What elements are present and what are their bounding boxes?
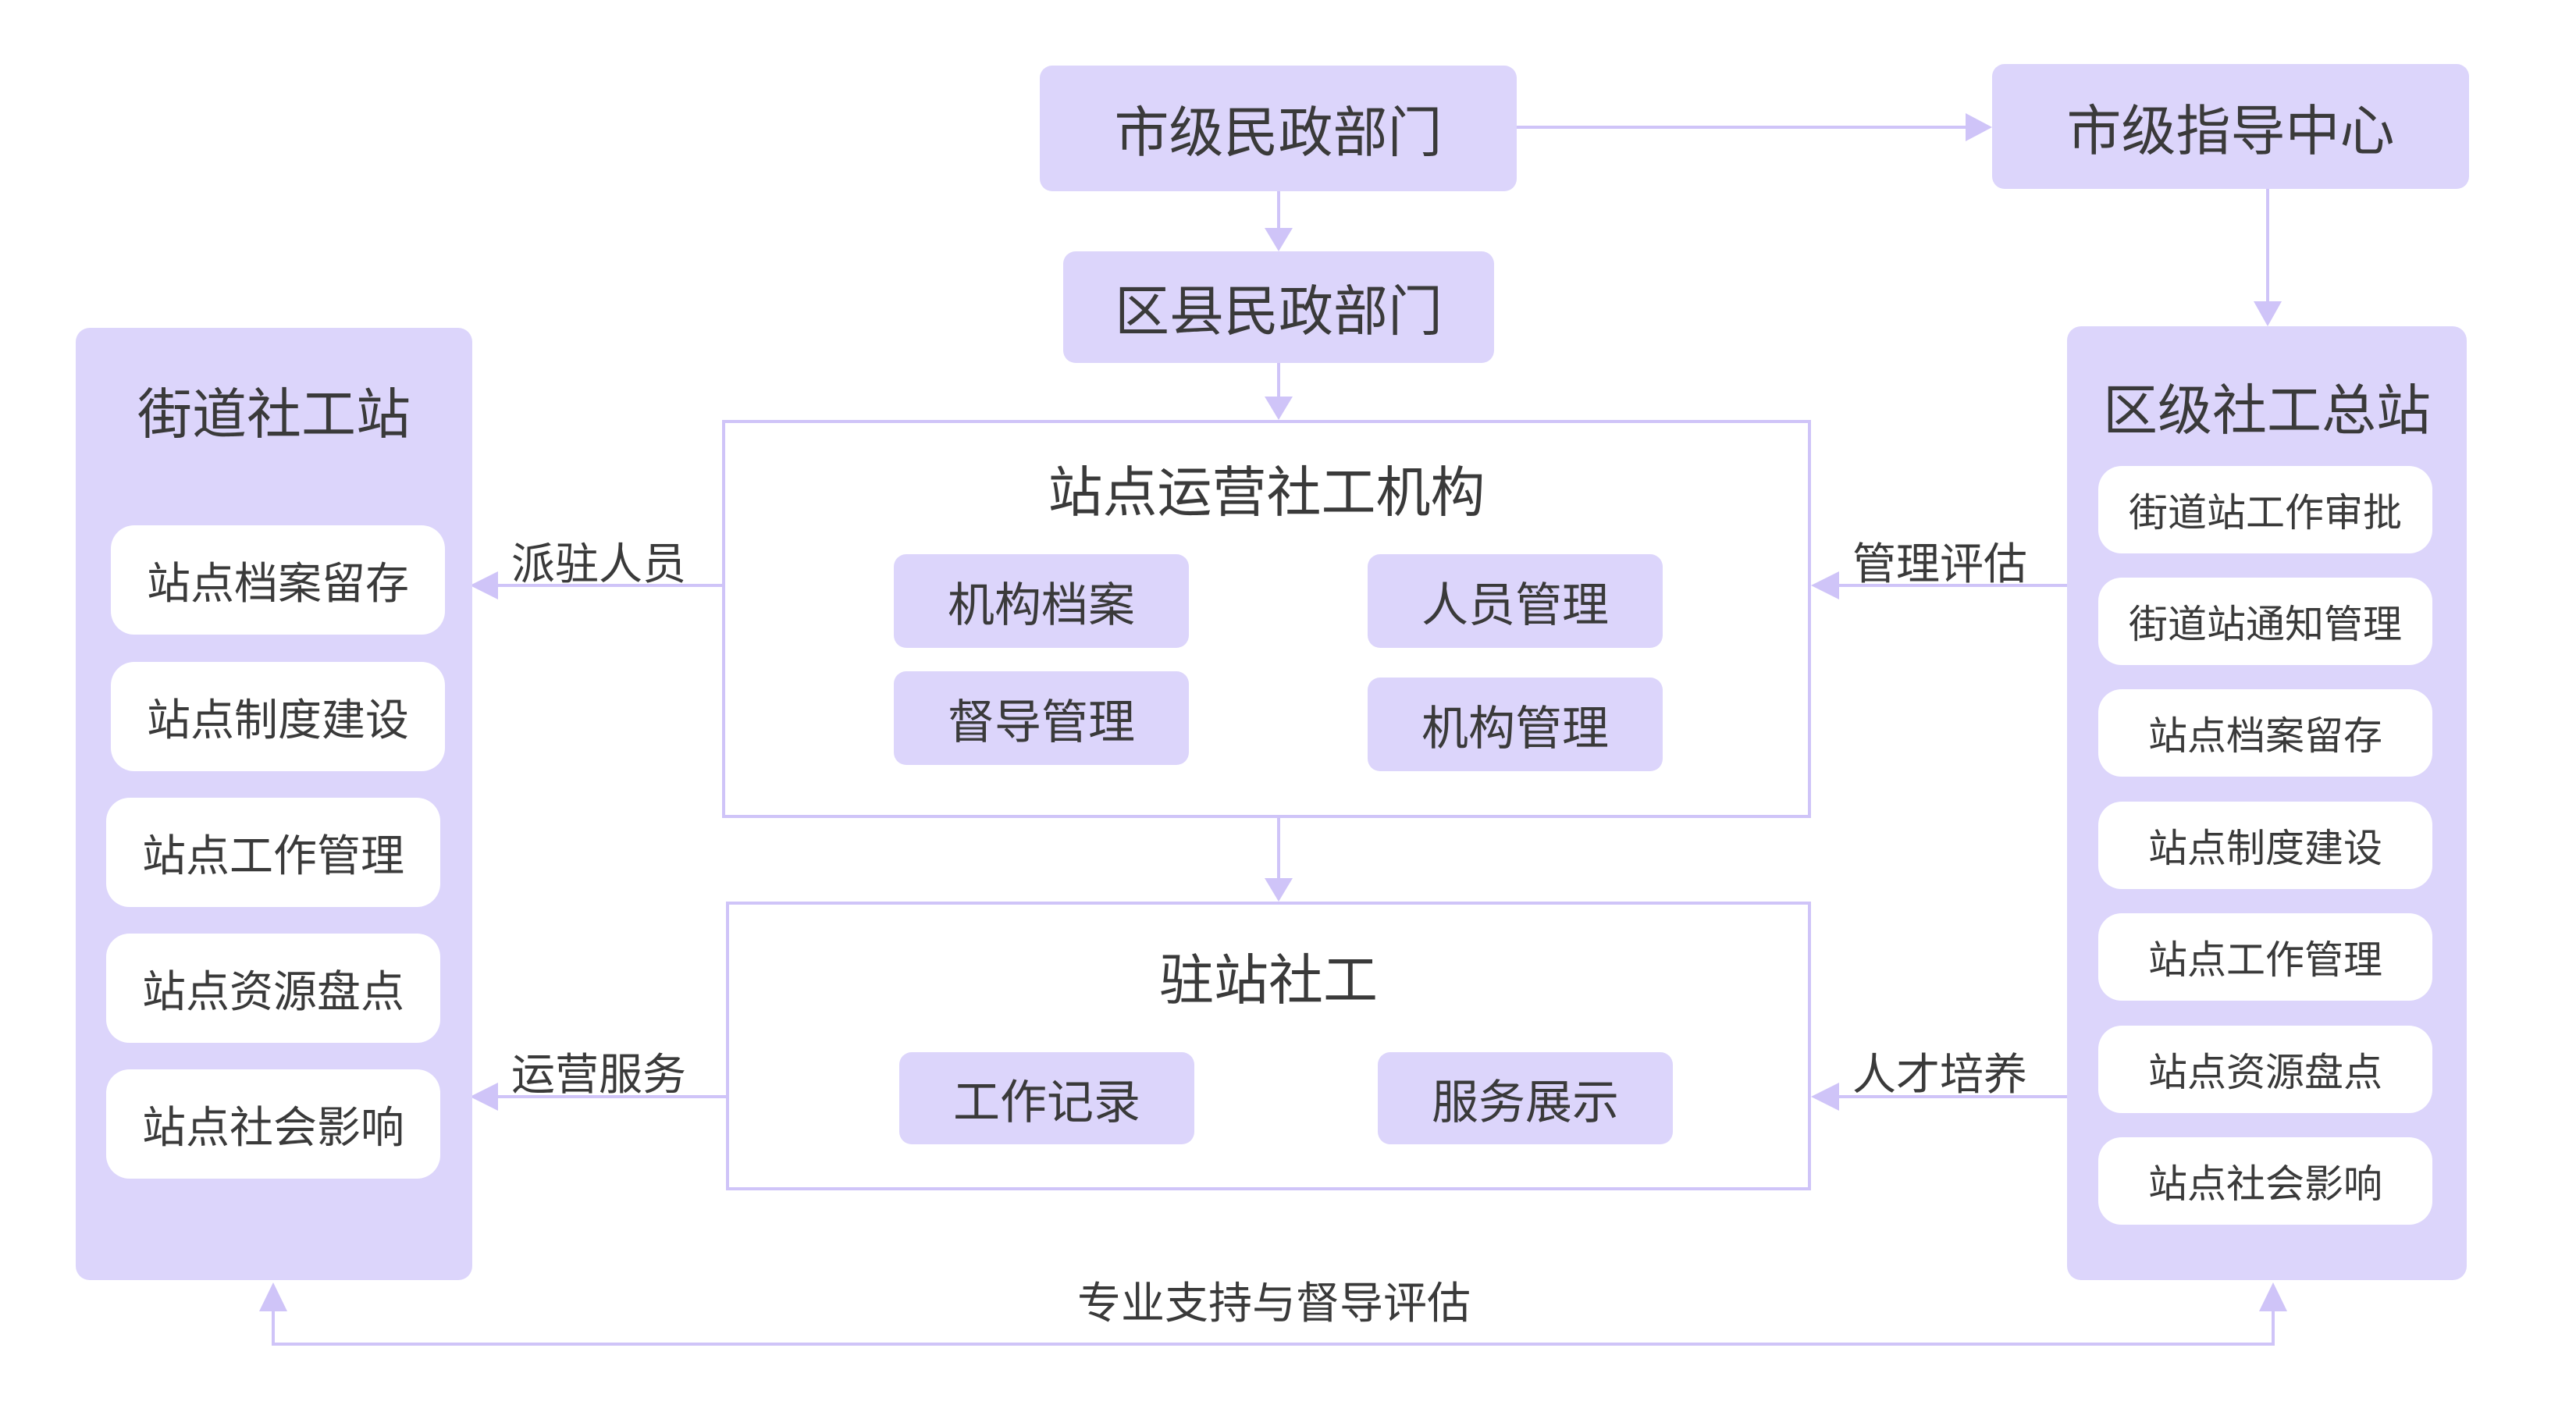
street-station-item: 站点制度建设 — [111, 662, 445, 771]
district-station-title: 区级社工总站 — [2103, 379, 2431, 443]
stationed-worker-title: 驻站社工 — [1159, 948, 1378, 1012]
edge-label-talent: 人才培养 — [1852, 1050, 2027, 1101]
edge-label-support: 专业支持与督导评估 — [1077, 1279, 1471, 1329]
district-station-item: 站点资源盘点 — [2098, 1026, 2432, 1113]
street-station-item: 站点工作管理 — [106, 798, 440, 907]
edge-bottom-support — [272, 1311, 2275, 1346]
arrowhead — [1966, 113, 1992, 141]
street-station-title: 街道社工站 — [137, 382, 411, 446]
operator-item-supervision: 督导管理 — [894, 671, 1189, 765]
arrowhead — [1265, 228, 1293, 251]
arrowhead — [1265, 397, 1293, 420]
operator-item-org-management: 机构管理 — [1368, 678, 1663, 771]
street-station-item: 站点资源盘点 — [106, 934, 440, 1043]
district-station-item: 站点社会影响 — [2098, 1137, 2432, 1225]
arrowhead — [259, 1282, 287, 1311]
arrowhead — [1811, 571, 1839, 599]
arrowhead — [1265, 878, 1293, 902]
edge-label-operation: 运营服务 — [511, 1050, 686, 1101]
arrowhead — [1811, 1083, 1839, 1111]
arrowhead — [2254, 301, 2282, 326]
district-station-item: 街道站通知管理 — [2098, 578, 2432, 665]
stationed-item-service-display: 服务展示 — [1378, 1052, 1673, 1144]
operator-item-archive: 机构档案 — [894, 554, 1189, 648]
stationed-item-work-record: 工作记录 — [899, 1052, 1194, 1144]
edge-label-dispatch: 派驻人员 — [511, 539, 686, 590]
district-station-item: 站点工作管理 — [2098, 913, 2432, 1001]
street-station-item: 站点社会影响 — [106, 1069, 440, 1179]
edge-label-management: 管理评估 — [1852, 539, 2027, 590]
district-station-item: 街道站工作审批 — [2098, 466, 2432, 553]
arrowhead — [470, 571, 498, 599]
arrowhead — [470, 1083, 498, 1111]
arrowhead — [2259, 1282, 2287, 1311]
district-civil-affairs-box: 区县民政部门 — [1063, 251, 1494, 363]
operator-org-title: 站点运营社工机构 — [1048, 460, 1485, 525]
city-guidance-center-box: 市级指导中心 — [1992, 64, 2469, 189]
street-station-item: 站点档案留存 — [111, 525, 445, 635]
operator-item-personnel: 人员管理 — [1368, 554, 1663, 648]
district-station-item: 站点档案留存 — [2098, 689, 2432, 777]
operator-org-frame — [722, 420, 1811, 818]
city-civil-affairs-box: 市级民政部门 — [1040, 66, 1517, 191]
stationed-worker-frame — [726, 902, 1811, 1190]
district-station-item: 站点制度建设 — [2098, 802, 2432, 889]
